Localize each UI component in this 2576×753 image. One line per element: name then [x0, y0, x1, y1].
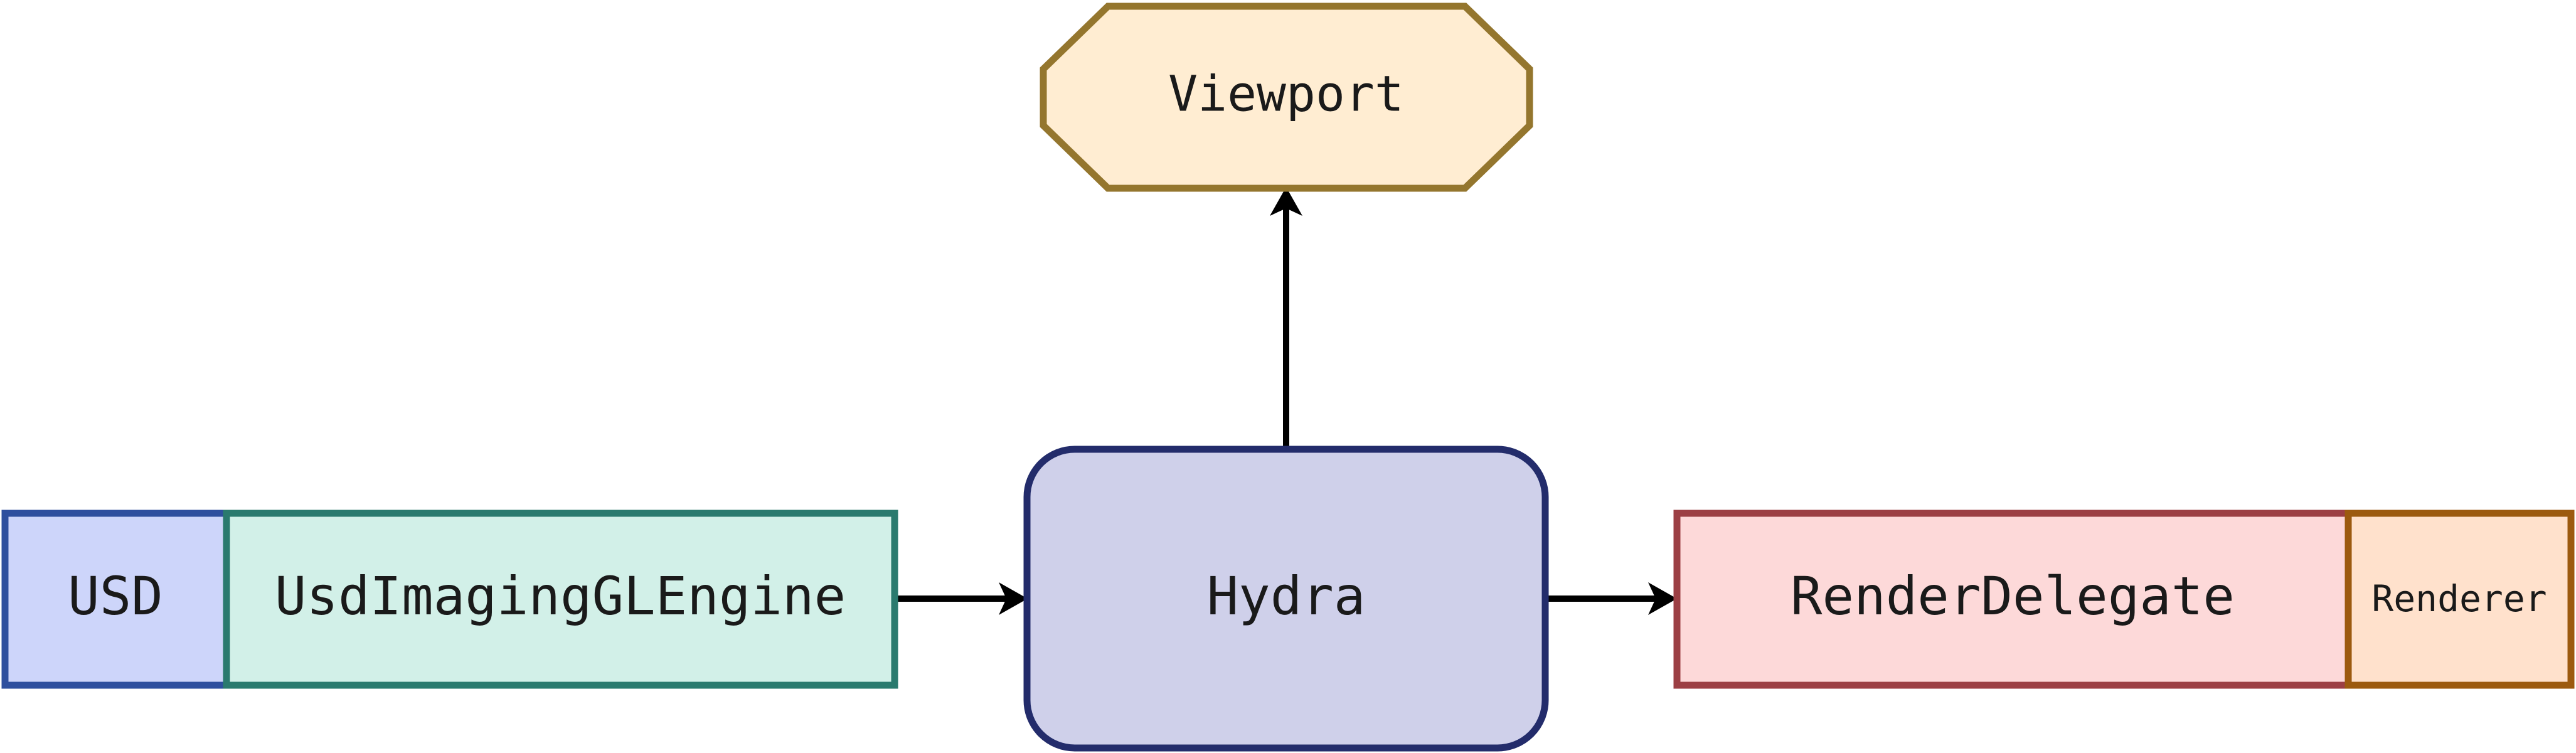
hydra-label: Hydra [1207, 565, 1366, 627]
usd-label: USD [68, 565, 163, 627]
hydra-node: Hydra [1023, 446, 1549, 752]
renderer-node: Renderer [2344, 510, 2575, 689]
renderer-label: Renderer [2371, 577, 2547, 620]
viewport-label: Viewport [1168, 66, 1404, 122]
engine-shape [223, 510, 898, 689]
usd-shape [1, 510, 230, 689]
engine-node: UsdImagingGLEngine [223, 510, 898, 689]
edge-engine-to-hydra-arrowhead [999, 582, 1028, 615]
edge-hydra-to-delegate-arrowhead [1648, 582, 1677, 615]
hydra-shape [1023, 446, 1549, 752]
viewport-shape [1040, 3, 1533, 192]
engine-label: UsdImagingGLEngine [275, 565, 846, 627]
viewport-node: Viewport [1040, 3, 1533, 192]
delegate-shape [1673, 510, 2352, 689]
edge-hydra-to-viewport-arrowhead [1270, 187, 1302, 216]
edges [895, 187, 1677, 615]
usd-node: USD [1, 510, 230, 689]
delegate-label: RenderDelegate [1791, 565, 2235, 627]
delegate-node: RenderDelegate [1673, 510, 2352, 689]
renderer-shape [2344, 510, 2575, 689]
